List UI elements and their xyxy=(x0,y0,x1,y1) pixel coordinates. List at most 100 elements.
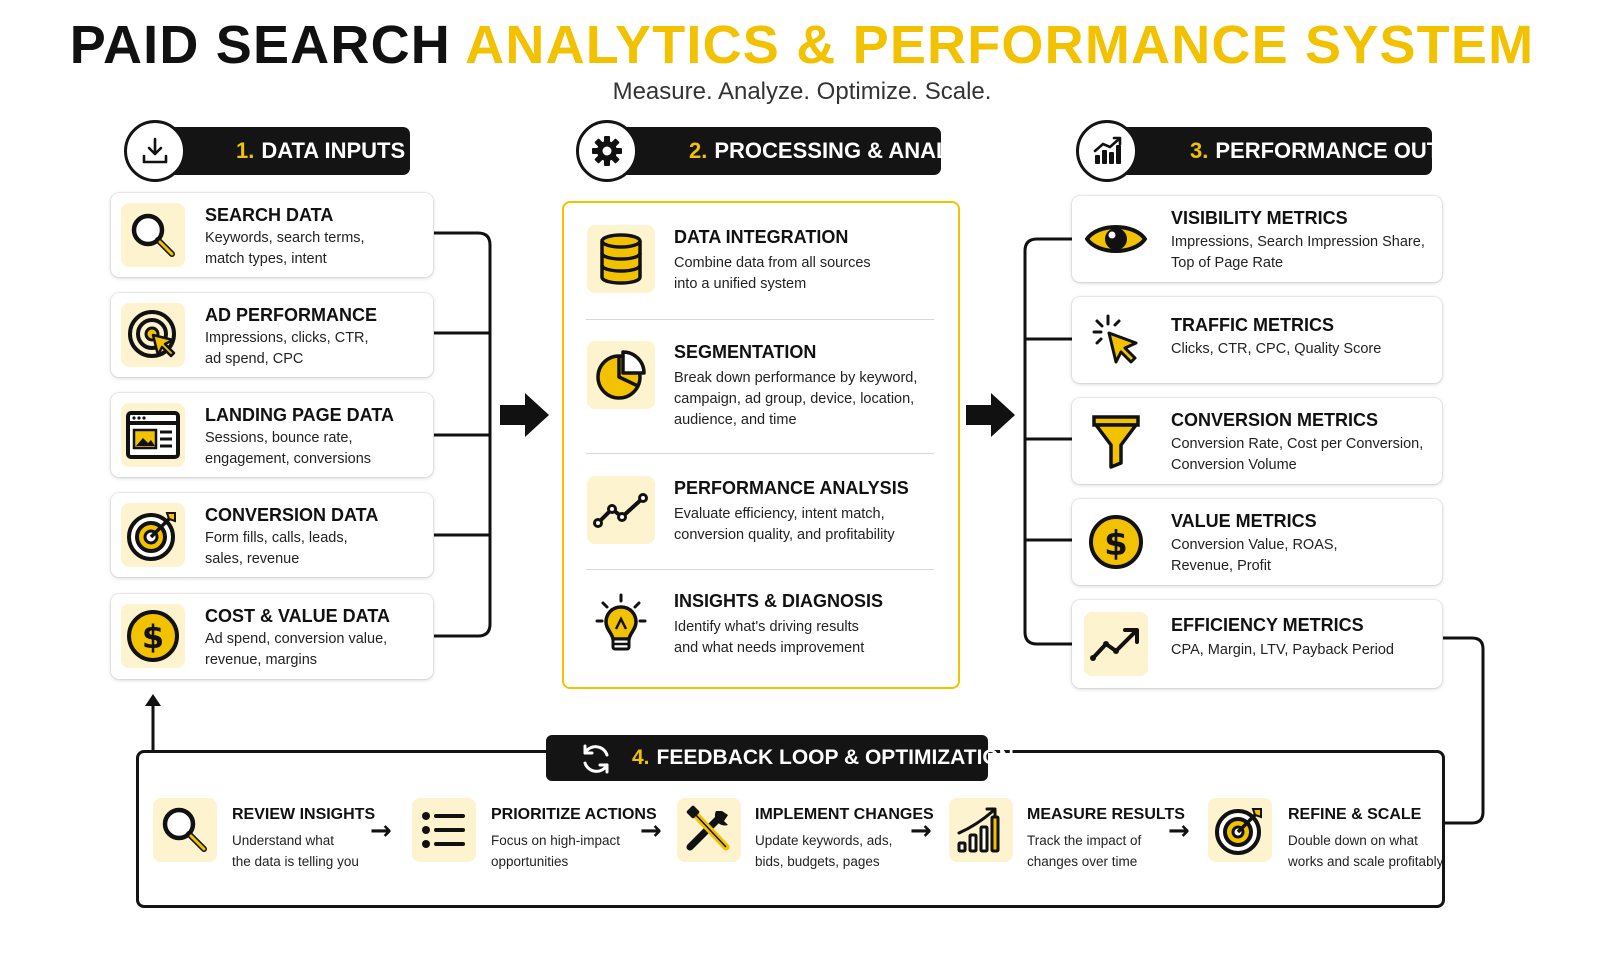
section-label: DATA INPUTS xyxy=(261,138,406,163)
output-card-efficiency-metrics: EFFICIENCY METRICS CPA, Margin, LTV, Pay… xyxy=(1072,600,1442,688)
section-header-inputs: 1.DATA INPUTS xyxy=(152,127,410,175)
eye-icon xyxy=(1084,207,1148,271)
card-description: Impressions, clicks, CTR,ad spend, CPC xyxy=(205,330,369,367)
pie-chart-icon xyxy=(587,341,655,409)
feedback-step-title: IMPLEMENT CHANGES xyxy=(755,806,934,823)
card-description: Keywords, search terms,match types, inte… xyxy=(205,230,365,267)
feedback-step-title: MEASURE RESULTS xyxy=(1027,806,1185,823)
dollar-coin-icon: $ xyxy=(1084,510,1148,574)
input-card-cost-value-data: $ COST & VALUE DATA Ad spend, conversion… xyxy=(111,594,433,679)
input-card-conversion-data: CONVERSION DATA Form fills, calls, leads… xyxy=(111,493,433,577)
trend-line-icon xyxy=(587,476,655,544)
dollar-coin-icon: $ xyxy=(121,604,185,668)
processing-separator xyxy=(586,569,934,570)
processing-step-title: PERFORMANCE ANALYSIS xyxy=(674,478,909,498)
section-header-processing: 2.PROCESSING & ANALYSIS xyxy=(605,127,998,175)
output-card-value-metrics: $ VALUE METRICS Conversion Value, ROAS,R… xyxy=(1072,499,1442,585)
target-cursor-icon xyxy=(121,303,185,367)
card-description: Clicks, CTR, CPC, Quality Score xyxy=(1171,341,1382,357)
card-description: Ad spend, conversion value,revenue, marg… xyxy=(205,631,388,668)
page-title: PAID SEARCH ANALYTICS & PERFORMANCE SYST… xyxy=(0,14,1604,76)
database-icon xyxy=(587,225,655,293)
section-header-feedback: 4. FEEDBACK LOOP & OPTIMIZATION xyxy=(546,735,1014,781)
section-header-outputs: 3.PERFORMANCE OUTPUTS xyxy=(1106,127,1499,175)
section-number: 2. xyxy=(689,138,708,163)
bullseye-icon xyxy=(121,503,185,567)
card-title: TRAFFIC METRICS xyxy=(1171,315,1334,335)
outputs-bracket xyxy=(1023,237,1072,646)
card-title: CONVERSION METRICS xyxy=(1171,410,1379,430)
card-title: CONVERSION DATA xyxy=(205,505,379,525)
output-card-traffic-metrics: TRAFFIC METRICS Clicks, CTR, CPC, Qualit… xyxy=(1072,297,1442,383)
bar-chart-icon xyxy=(949,798,1013,862)
growth-chart-icon xyxy=(1076,120,1138,182)
svg-text:$: $ xyxy=(1104,524,1128,564)
right-arrow-icon: → xyxy=(370,816,392,846)
card-title: VISIBILITY METRICS xyxy=(1171,208,1348,228)
card-title: COST & VALUE DATA xyxy=(205,606,390,626)
right-arrow-icon: → xyxy=(910,816,932,846)
card-description: Conversion Value, ROAS,Revenue, Profit xyxy=(1171,537,1338,574)
right-arrow-icon: → xyxy=(1168,816,1190,846)
list-icon xyxy=(412,798,476,862)
processing-step-title: SEGMENTATION xyxy=(674,342,817,362)
title-accent-part: ANALYTICS & PERFORMANCE SYSTEM xyxy=(465,15,1535,75)
feedback-step-title: PRIORITIZE ACTIONS xyxy=(491,806,657,823)
card-description: Conversion Rate, Cost per Conversion,Con… xyxy=(1171,436,1424,473)
section-label: PERFORMANCE OUTPUTS xyxy=(1215,138,1499,163)
bullseye-icon xyxy=(1208,798,1272,862)
flow-arrow-to-outputs xyxy=(966,393,1015,437)
lightbulb-icon xyxy=(587,590,655,658)
output-card-conversion-metrics: CONVERSION METRICS Conversion Rate, Cost… xyxy=(1072,398,1442,484)
section-number: 3. xyxy=(1190,138,1209,163)
download-icon xyxy=(124,120,186,182)
section-label: PROCESSING & ANALYSIS xyxy=(714,138,998,163)
feedback-step-title: REFINE & SCALE xyxy=(1288,806,1422,823)
inputs-bracket xyxy=(434,231,492,638)
card-title: VALUE METRICS xyxy=(1171,511,1317,531)
click-cursor-icon xyxy=(1084,308,1148,372)
refresh-icon xyxy=(578,741,614,777)
card-description: Impressions, Search Impression Share,Top… xyxy=(1171,234,1425,271)
output-card-visibility-metrics: VISIBILITY METRICS Impressions, Search I… xyxy=(1072,196,1442,282)
loop-return-line xyxy=(1443,636,1485,825)
input-card-search-data: SEARCH DATA Keywords, search terms,match… xyxy=(111,193,433,277)
funnel-icon xyxy=(1084,409,1148,473)
section-number: 4. xyxy=(632,746,650,769)
section-number: 1. xyxy=(236,138,255,163)
processing-step-description: Evaluate efficiency, intent match,conver… xyxy=(674,506,895,543)
magnifier-icon xyxy=(121,203,185,267)
input-card-ad-performance: AD PERFORMANCE Impressions, clicks, CTR,… xyxy=(111,293,433,377)
section-label: FEEDBACK LOOP & OPTIMIZATION xyxy=(656,746,1014,769)
card-title: SEARCH DATA xyxy=(205,205,334,225)
trend-up-arrow-icon xyxy=(1084,612,1148,676)
svg-text:$: $ xyxy=(142,618,164,656)
page-subtitle: Measure. Analyze. Optimize. Scale. xyxy=(612,78,992,105)
feedback-step-description: Update keywords, ads,bids, budgets, page… xyxy=(755,833,893,869)
feedback-step-title: REVIEW INSIGHTS xyxy=(232,806,376,823)
title-dark-part: PAID SEARCH xyxy=(69,15,451,75)
right-arrow-icon: → xyxy=(640,816,662,846)
processing-separator xyxy=(586,319,934,320)
gear-icon xyxy=(576,120,638,182)
card-description: Sessions, bounce rate,engagement, conver… xyxy=(205,430,372,467)
processing-step-description: Break down performance by keyword,campai… xyxy=(674,370,918,428)
processing-separator xyxy=(586,453,934,454)
tools-icon xyxy=(677,798,741,862)
card-description: Form fills, calls, leads,sales, revenue xyxy=(205,530,348,567)
card-title: AD PERFORMANCE xyxy=(205,305,378,325)
flow-arrow-to-processing xyxy=(500,393,549,437)
input-card-landing-page-data: LANDING PAGE DATA Sessions, bounce rate,… xyxy=(111,393,433,477)
processing-step-title: DATA INTEGRATION xyxy=(674,227,849,247)
browser-window-icon xyxy=(121,403,185,467)
card-title: LANDING PAGE DATA xyxy=(205,405,394,425)
card-title: EFFICIENCY METRICS xyxy=(1171,615,1364,635)
magnifier-icon xyxy=(153,798,217,862)
